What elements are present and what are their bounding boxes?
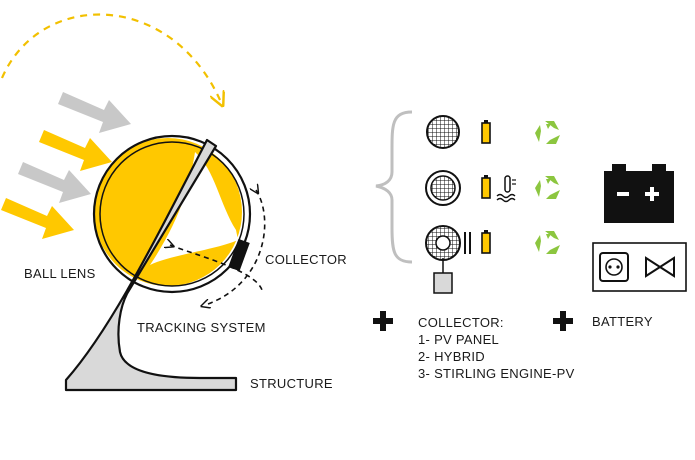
tracking-arc-vertical [205, 190, 266, 305]
collector-options-heading: COLLECTOR: [418, 315, 504, 330]
battery-cell-icon [481, 119, 491, 144]
collector-option-item: 3- STIRLING ENGINE-PV [418, 366, 575, 381]
recycle-icon [533, 118, 563, 148]
collector-option-item: 2- HYBRID [418, 349, 485, 364]
recycle-icon [533, 228, 563, 258]
car-battery-icon [604, 164, 674, 223]
dashed-sun-path-icon [0, 13, 220, 100]
collector-options-list: COLLECTOR: 1- PV PANEL 2- HYBRID 3- STIR… [418, 314, 575, 382]
stirling-engine-icon [425, 225, 471, 294]
collector-label: COLLECTOR [265, 252, 347, 267]
curly-brace-icon [375, 110, 413, 264]
recycle-icon [533, 173, 563, 203]
ball-lens-label: BALL LENS [24, 266, 96, 281]
tracking-system-label: TRACKING SYSTEM [137, 320, 266, 335]
structure-label: STRUCTURE [250, 376, 333, 391]
collector-option-item: 1- PV PANEL [418, 332, 500, 347]
hybrid-panel-icon [425, 170, 461, 206]
power-outlet-icon [592, 242, 687, 292]
valve-icon [645, 256, 675, 278]
thermometer-water-icon [496, 175, 516, 203]
tracking-arc-horizontal [170, 245, 263, 291]
battery-cell-icon [481, 174, 491, 199]
plus-icon [373, 311, 393, 331]
battery-label: BATTERY [592, 314, 653, 329]
battery-cell-icon [481, 229, 491, 254]
sun-arrow-icon [1, 92, 131, 239]
plus-icon [553, 311, 573, 331]
structure-stand [64, 138, 238, 392]
pv-panel-icon [426, 115, 460, 149]
